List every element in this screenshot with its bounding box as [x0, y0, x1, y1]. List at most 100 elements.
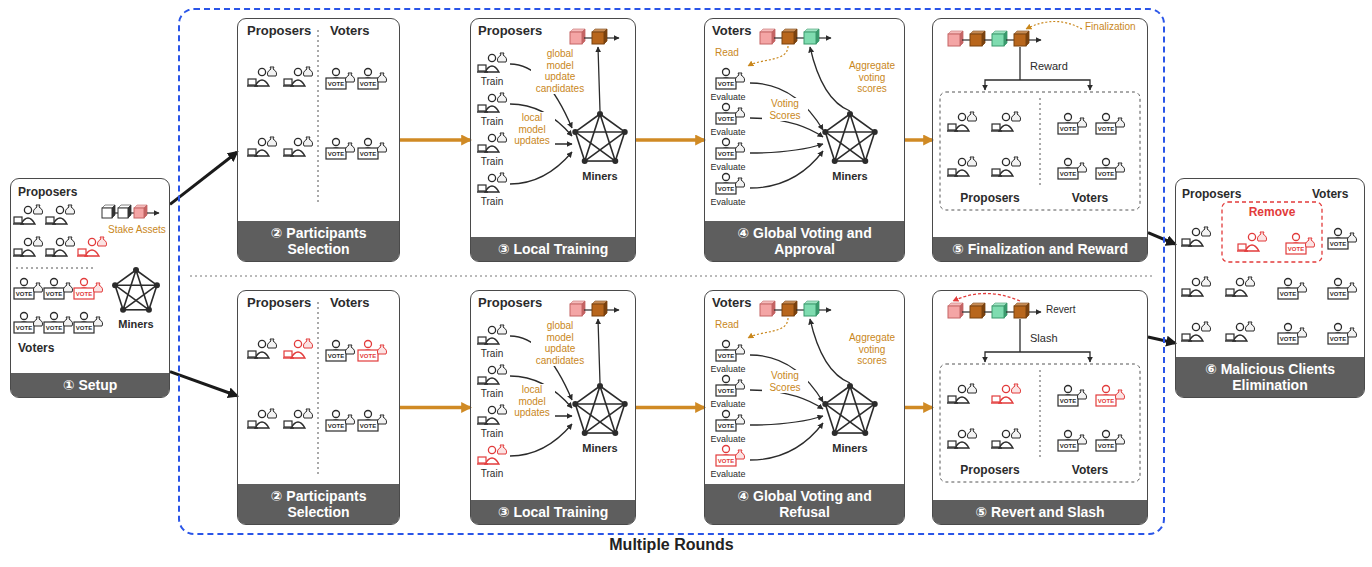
vote-sign: [74, 288, 94, 299]
label-text: Voters: [712, 296, 752, 311]
flow-connector: [636, 138, 704, 142]
person-head: [1002, 113, 1009, 120]
miner-link: [123, 309, 149, 311]
money-bag: [1305, 238, 1314, 247]
chain-block: [102, 208, 112, 218]
laptop-base: [991, 130, 1002, 131]
laptop-base: [947, 402, 958, 403]
stage-title: ④ Global Voting and Refusal: [705, 484, 904, 524]
miner-link: [585, 132, 625, 161]
flow-connector: [636, 406, 704, 410]
miner-node: [582, 158, 588, 164]
label-text: Miners: [832, 442, 867, 455]
label-text: Evaluate: [710, 197, 745, 207]
miner-link: [850, 386, 865, 433]
region-title: Multiple Rounds: [180, 536, 1163, 554]
money-bag: [1201, 277, 1210, 286]
miner-node: [597, 383, 603, 389]
group-box: [940, 92, 1140, 210]
money-bag: [33, 283, 42, 292]
label-text: Reward: [1030, 60, 1068, 73]
money-bag: [267, 137, 276, 146]
label-text: Voters: [1072, 192, 1108, 206]
stage-title: ⑤ Revert and Slash: [933, 500, 1147, 524]
person-head: [1192, 323, 1199, 330]
laptop-base: [77, 255, 88, 256]
stage-panel: ⑥ Malicious Clients Elimination: [1175, 178, 1365, 398]
vote-sign-text: VOTE: [718, 81, 734, 87]
person-body: [485, 458, 499, 464]
laptop: [992, 124, 1000, 130]
miner-node: [133, 267, 139, 273]
stage-panel: ④ Global Voting and Refusal: [704, 290, 905, 525]
person-head: [51, 279, 58, 286]
vote-sign-text: VOTE: [360, 423, 376, 429]
person-body: [53, 218, 67, 224]
label-text: Evaluate: [710, 127, 745, 137]
vote-sign: [44, 288, 64, 299]
chain-link: [584, 37, 592, 38]
laptop: [478, 377, 486, 383]
person-head: [365, 411, 372, 418]
laptop: [284, 351, 292, 357]
reward-arrow: [1020, 80, 1090, 90]
chain-arrow: [819, 309, 831, 310]
money-bag: [967, 157, 976, 166]
person-head: [723, 376, 730, 383]
chain-block: [992, 306, 1004, 318]
rounds-region: Multiple Rounds② Participants Selection③…: [178, 8, 1165, 535]
person-head: [958, 430, 965, 437]
laptop: [478, 145, 486, 151]
person-head: [81, 313, 88, 320]
vote-sign-text: VOTE: [360, 151, 376, 157]
money-bag: [1115, 435, 1124, 444]
money-bag: [303, 67, 312, 76]
person-body: [1189, 290, 1203, 296]
vote-sign: [1096, 123, 1116, 134]
chain-link: [962, 39, 970, 40]
laptop: [478, 457, 486, 463]
money-bag: [497, 325, 506, 334]
label-text: Voters: [330, 24, 370, 39]
money-bag: [1245, 277, 1254, 286]
person-body: [1189, 335, 1203, 341]
vote-sign: [716, 420, 736, 431]
vote-sign: [1058, 395, 1078, 406]
laptop-base: [1181, 340, 1192, 341]
person-head: [81, 279, 88, 286]
money-bag: [497, 365, 506, 374]
miner-link: [825, 132, 865, 161]
person-head: [723, 174, 730, 181]
label-text: Evaluate: [710, 92, 745, 102]
vote-sign-text: VOTE: [1060, 171, 1076, 177]
laptop: [478, 417, 486, 423]
vote-sign-text: VOTE: [718, 388, 734, 394]
person-body: [291, 80, 305, 86]
person-head: [958, 385, 965, 392]
money-bag: [345, 415, 354, 424]
chain-arrow: [607, 309, 619, 310]
person-body: [85, 250, 99, 256]
chain-arrow: [819, 37, 831, 38]
chain-block: [804, 32, 816, 44]
money-bag: [735, 450, 744, 459]
stage-title: ② Participants Selection: [238, 221, 399, 261]
person-head: [1065, 431, 1072, 438]
miner-link: [115, 284, 157, 286]
person-head: [1335, 324, 1342, 331]
person-body: [485, 146, 499, 152]
miner-node: [572, 401, 578, 407]
miner-link: [850, 114, 865, 161]
vote-sign: [74, 322, 94, 333]
laptop: [1182, 289, 1190, 295]
laptop-base: [991, 447, 1002, 448]
person-head: [294, 410, 301, 417]
vote-sign: [1286, 243, 1306, 254]
money-bag: [497, 53, 506, 62]
remove-box: [1222, 202, 1322, 262]
candidate-arrow: [598, 319, 600, 383]
money-bag: [497, 173, 506, 182]
label-text: Train: [481, 468, 503, 480]
miner-link: [575, 132, 615, 161]
person-head: [1103, 431, 1110, 438]
